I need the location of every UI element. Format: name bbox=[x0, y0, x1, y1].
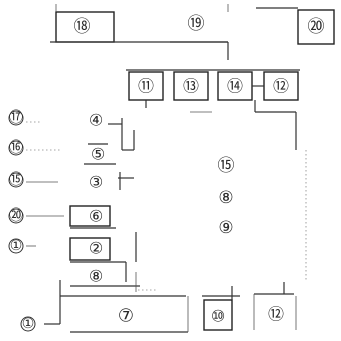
label-top-left: ⑱ bbox=[74, 17, 91, 37]
label-row-4: ⑫ bbox=[273, 77, 289, 96]
label-col-3: ③ bbox=[89, 173, 103, 192]
label-top-center: ⑲ bbox=[188, 14, 205, 34]
label-col-5: ② bbox=[89, 239, 103, 258]
label-col-2: ⑤ bbox=[91, 145, 105, 164]
node-circle-left-1 bbox=[8, 110, 24, 126]
label-center-1: ⑮ bbox=[218, 156, 235, 176]
label-left-1: ⑰ bbox=[9, 110, 23, 126]
label-left-bottom: ① bbox=[22, 316, 35, 332]
label-col-1: ④ bbox=[89, 111, 103, 130]
node-box-col-4 bbox=[69, 205, 111, 227]
label-bottom-wide: ⑦ bbox=[118, 306, 134, 327]
node-box-row-2 bbox=[173, 71, 209, 101]
label-top-right: ⑳ bbox=[308, 17, 325, 37]
node-box-top-right bbox=[297, 9, 335, 45]
label-bottom-2: ⑫ bbox=[268, 305, 284, 324]
label-bottom-1: ⑩ bbox=[211, 307, 225, 326]
label-center-3: ⑨ bbox=[218, 218, 233, 238]
node-circle-left-2 bbox=[8, 140, 24, 156]
node-circle-left-4 bbox=[8, 208, 24, 224]
label-row-3: ⑭ bbox=[227, 77, 243, 96]
label-center-2: ⑧ bbox=[218, 188, 233, 208]
label-left-3: ⑮ bbox=[9, 172, 23, 188]
label-left-4: ⑳ bbox=[9, 208, 23, 224]
node-circle-left-bottom bbox=[20, 316, 36, 332]
label-col-6: ⑧ bbox=[89, 267, 103, 286]
label-row-2: ⑬ bbox=[183, 77, 199, 96]
node-box-bottom-1 bbox=[203, 299, 233, 331]
node-circle-left-3 bbox=[8, 172, 24, 188]
node-circle-left-5 bbox=[8, 238, 24, 254]
node-box-col-5 bbox=[69, 237, 111, 261]
label-row-1: ⑪ bbox=[138, 77, 154, 96]
label-left-5: ① bbox=[10, 238, 23, 254]
label-col-4: ⑥ bbox=[89, 207, 103, 226]
label-left-2: ⑯ bbox=[9, 140, 23, 156]
